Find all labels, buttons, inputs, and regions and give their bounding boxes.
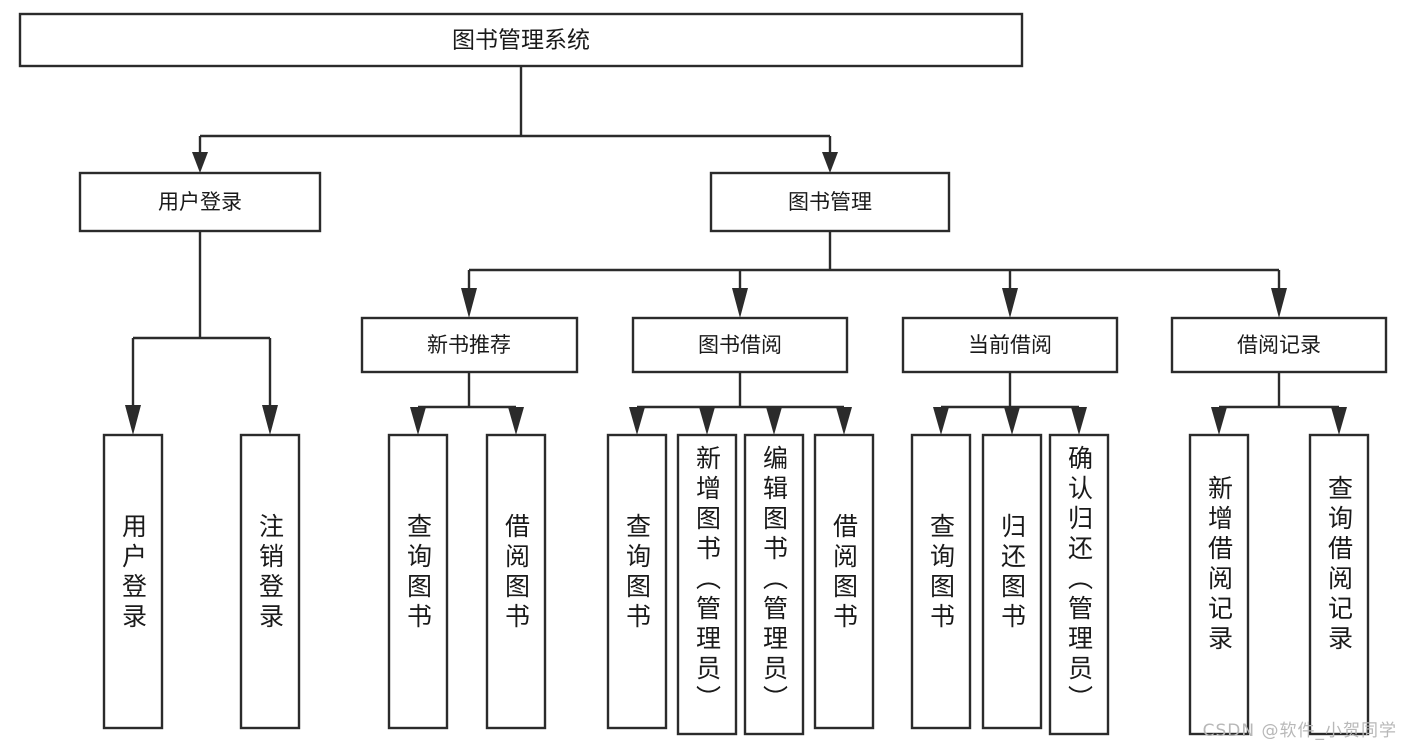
csdn-watermark: CSDN @软件_小贺同学: [1202, 721, 1397, 741]
leaf-query-book-3-box[interactable]: [910, 433, 972, 730]
leaf-query-record-box[interactable]: [1308, 433, 1370, 736]
leaf-logout-box[interactable]: [239, 433, 301, 730]
leaf-return-book-box[interactable]: [981, 433, 1043, 730]
book-borrow-box[interactable]: [631, 316, 849, 374]
arrow-cb-to-query-book: [933, 407, 949, 435]
arrow-ul-to-leaf-logout: [262, 405, 278, 435]
arrow-ul-to-leaf-user-login: [125, 405, 141, 435]
user-login-box[interactable]: [78, 171, 322, 233]
arrow-bb-to-borrow-book: [836, 407, 852, 435]
arrow-bm-to-book-borrow: [732, 288, 748, 318]
root-box[interactable]: [18, 12, 1024, 68]
leaf-layer: [102, 433, 1370, 736]
new-book-recommend-label: 新书推荐: [427, 333, 511, 357]
arrow-cb-to-return-book: [1004, 407, 1020, 435]
arrow-bb-to-query-book: [629, 407, 645, 435]
arrow-bm-to-new-book: [461, 288, 477, 318]
leaf-query-book-1-box[interactable]: [387, 433, 449, 730]
node-user-login[interactable]: 用户登录: [78, 171, 322, 233]
arrow-bb-to-add-book: [699, 407, 715, 435]
book-borrow-label: 图书借阅: [698, 333, 782, 357]
arrow-br-to-add-record: [1211, 407, 1227, 435]
current-borrow-label: 当前借阅: [968, 333, 1052, 357]
borrow-record-box[interactable]: [1170, 316, 1388, 374]
leaf-user-login-box[interactable]: [102, 433, 164, 730]
leaf-query-book-2-box[interactable]: [606, 433, 668, 730]
root-label: 图书管理系统: [452, 28, 590, 54]
leaf-borrow-book-2-box[interactable]: [813, 433, 875, 730]
leaf-edit-book-box[interactable]: [743, 433, 805, 736]
leaf-add-record-box[interactable]: [1188, 433, 1250, 736]
node-book-manage[interactable]: 图书管理: [709, 171, 951, 233]
borrow-record-label: 借阅记录: [1237, 333, 1321, 357]
node-borrow-record[interactable]: 借阅记录: [1170, 316, 1388, 374]
connector-layer: [125, 66, 1347, 435]
arrow-root-to-user-login: [192, 152, 208, 173]
arrow-bm-to-current-borrow: [1002, 288, 1018, 318]
leaf-confirm-return-box[interactable]: [1048, 433, 1110, 736]
arrow-bm-to-borrow-record: [1271, 288, 1287, 318]
node-current-borrow[interactable]: 当前借阅: [901, 316, 1119, 374]
new-book-recommend-box[interactable]: [360, 316, 579, 374]
arrow-root-to-book-manage: [822, 152, 838, 173]
user-login-label: 用户登录: [158, 190, 242, 214]
arrow-br-to-query-record: [1331, 407, 1347, 435]
current-borrow-box[interactable]: [901, 316, 1119, 374]
book-manage-box[interactable]: [709, 171, 951, 233]
node-new-book-recommend[interactable]: 新书推荐: [360, 316, 579, 374]
node-book-borrow[interactable]: 图书借阅: [631, 316, 849, 374]
node-root[interactable]: 图书管理系统: [18, 12, 1024, 68]
arrow-cb-to-confirm-return: [1071, 407, 1087, 435]
arrow-bb-to-edit-book: [766, 407, 782, 435]
leaf-borrow-book-1-box[interactable]: [485, 433, 547, 730]
arrow-nb-to-query-book: [410, 407, 426, 435]
book-manage-label: 图书管理: [788, 190, 872, 214]
arrow-nb-to-borrow-book: [508, 407, 524, 435]
leaf-add-book-box[interactable]: [676, 433, 738, 736]
